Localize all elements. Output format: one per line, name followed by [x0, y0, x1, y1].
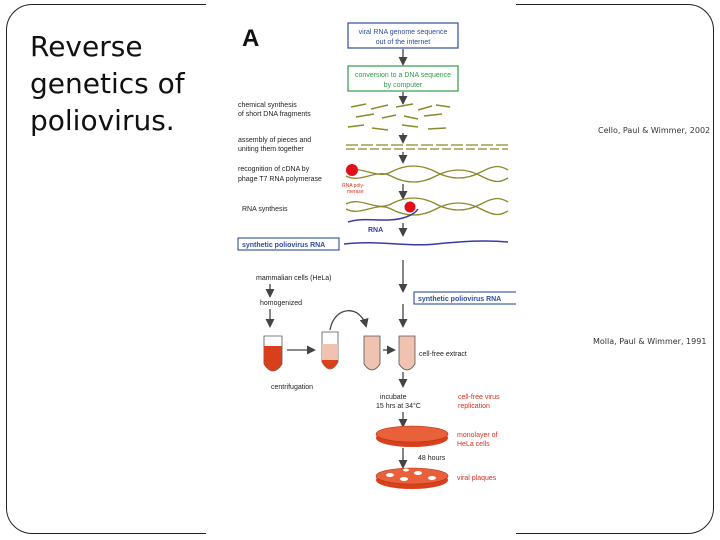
synthetic-rna-right-label: synthetic poliovirus RNA: [418, 296, 501, 303]
tube-cell-free-extract: [398, 335, 416, 371]
transcribing-helix: [345, 197, 509, 216]
synthetic-rna-box-left: [237, 237, 340, 251]
dna-box-line2: by computer: [384, 82, 423, 89]
polymerase-label-line2: merase: [347, 189, 364, 195]
incubate-line2: 15 hrs at 34°C: [376, 402, 421, 410]
assembly-line2: uniting them together: [238, 146, 304, 153]
monolayer-line1: monolayer of: [457, 432, 498, 439]
genome-sequence-box: [347, 22, 459, 49]
chemical-synthesis-line1: chemical synthesis: [238, 102, 297, 109]
dna-box-line1: conversion to a DNA sequence: [355, 72, 451, 79]
recognition-line1: recognition of cDNA by: [238, 166, 310, 173]
replication-line1: cell-free virus: [458, 394, 500, 401]
tube-homogenate: [263, 335, 283, 372]
mammalian-cells-label: mammalian cells (HeLa): [256, 275, 331, 282]
slide-title: Reverse genetics of poliovirus.: [30, 30, 185, 137]
incubate-line1: incubate: [380, 394, 407, 401]
viral-plaques-label: viral plaques: [457, 475, 497, 482]
synthetic-rna-strand: [343, 240, 509, 246]
centrifugation-label: centrifugation: [271, 384, 313, 391]
rna-polymerase-dot: [404, 201, 416, 213]
panel-letter: A: [242, 25, 259, 52]
rna-label: RNA: [368, 227, 383, 234]
t7-polymerase-dot: [346, 164, 358, 176]
chemical-synthesis-line2: of short DNA fragments: [238, 111, 311, 118]
recognition-line2: phage T7 RNA polymerase: [238, 176, 322, 183]
tube-centrifuged: [321, 331, 339, 370]
monolayer-line2: HeLa cells: [457, 441, 490, 448]
genome-box-line2: out of the internet: [376, 39, 431, 46]
transfer-curve-arrow: [329, 310, 369, 331]
synthetic-rna-box-right: [413, 291, 516, 305]
tube-supernatant: [363, 335, 381, 371]
reverse-genetics-figure: A viral RNA genome sequence out of the i…: [206, 4, 516, 536]
homogenized-label: homogenized: [260, 300, 302, 307]
citation-cello-2002: Cello, Paul & Wimmer, 2002: [598, 126, 711, 135]
assembled-dna-strand: [346, 144, 508, 150]
synthetic-rna-left-label: synthetic poliovirus RNA: [242, 242, 325, 249]
nascent-rna-strand: [347, 208, 419, 223]
cell-free-extract-label: cell-free extract: [419, 351, 467, 358]
polymerase-label-line1: RNA poly-: [342, 183, 365, 189]
assembly-line1: assembly of pieces and: [238, 137, 311, 144]
cdna-helix: [345, 165, 509, 183]
genome-box-line1: viral RNA genome sequence: [359, 29, 448, 36]
hours-label: 48 hours: [418, 455, 446, 462]
dna-fragments: [347, 103, 451, 131]
citation-molla-1991: Molla, Paul & Wimmer, 1991: [593, 337, 707, 346]
replication-line2: replication: [458, 403, 490, 410]
dna-conversion-box: [347, 65, 459, 92]
rna-synthesis-label: RNA synthesis: [242, 206, 288, 213]
hela-monolayer-dish: [375, 425, 449, 447]
viral-plaques-dish: [375, 467, 449, 489]
